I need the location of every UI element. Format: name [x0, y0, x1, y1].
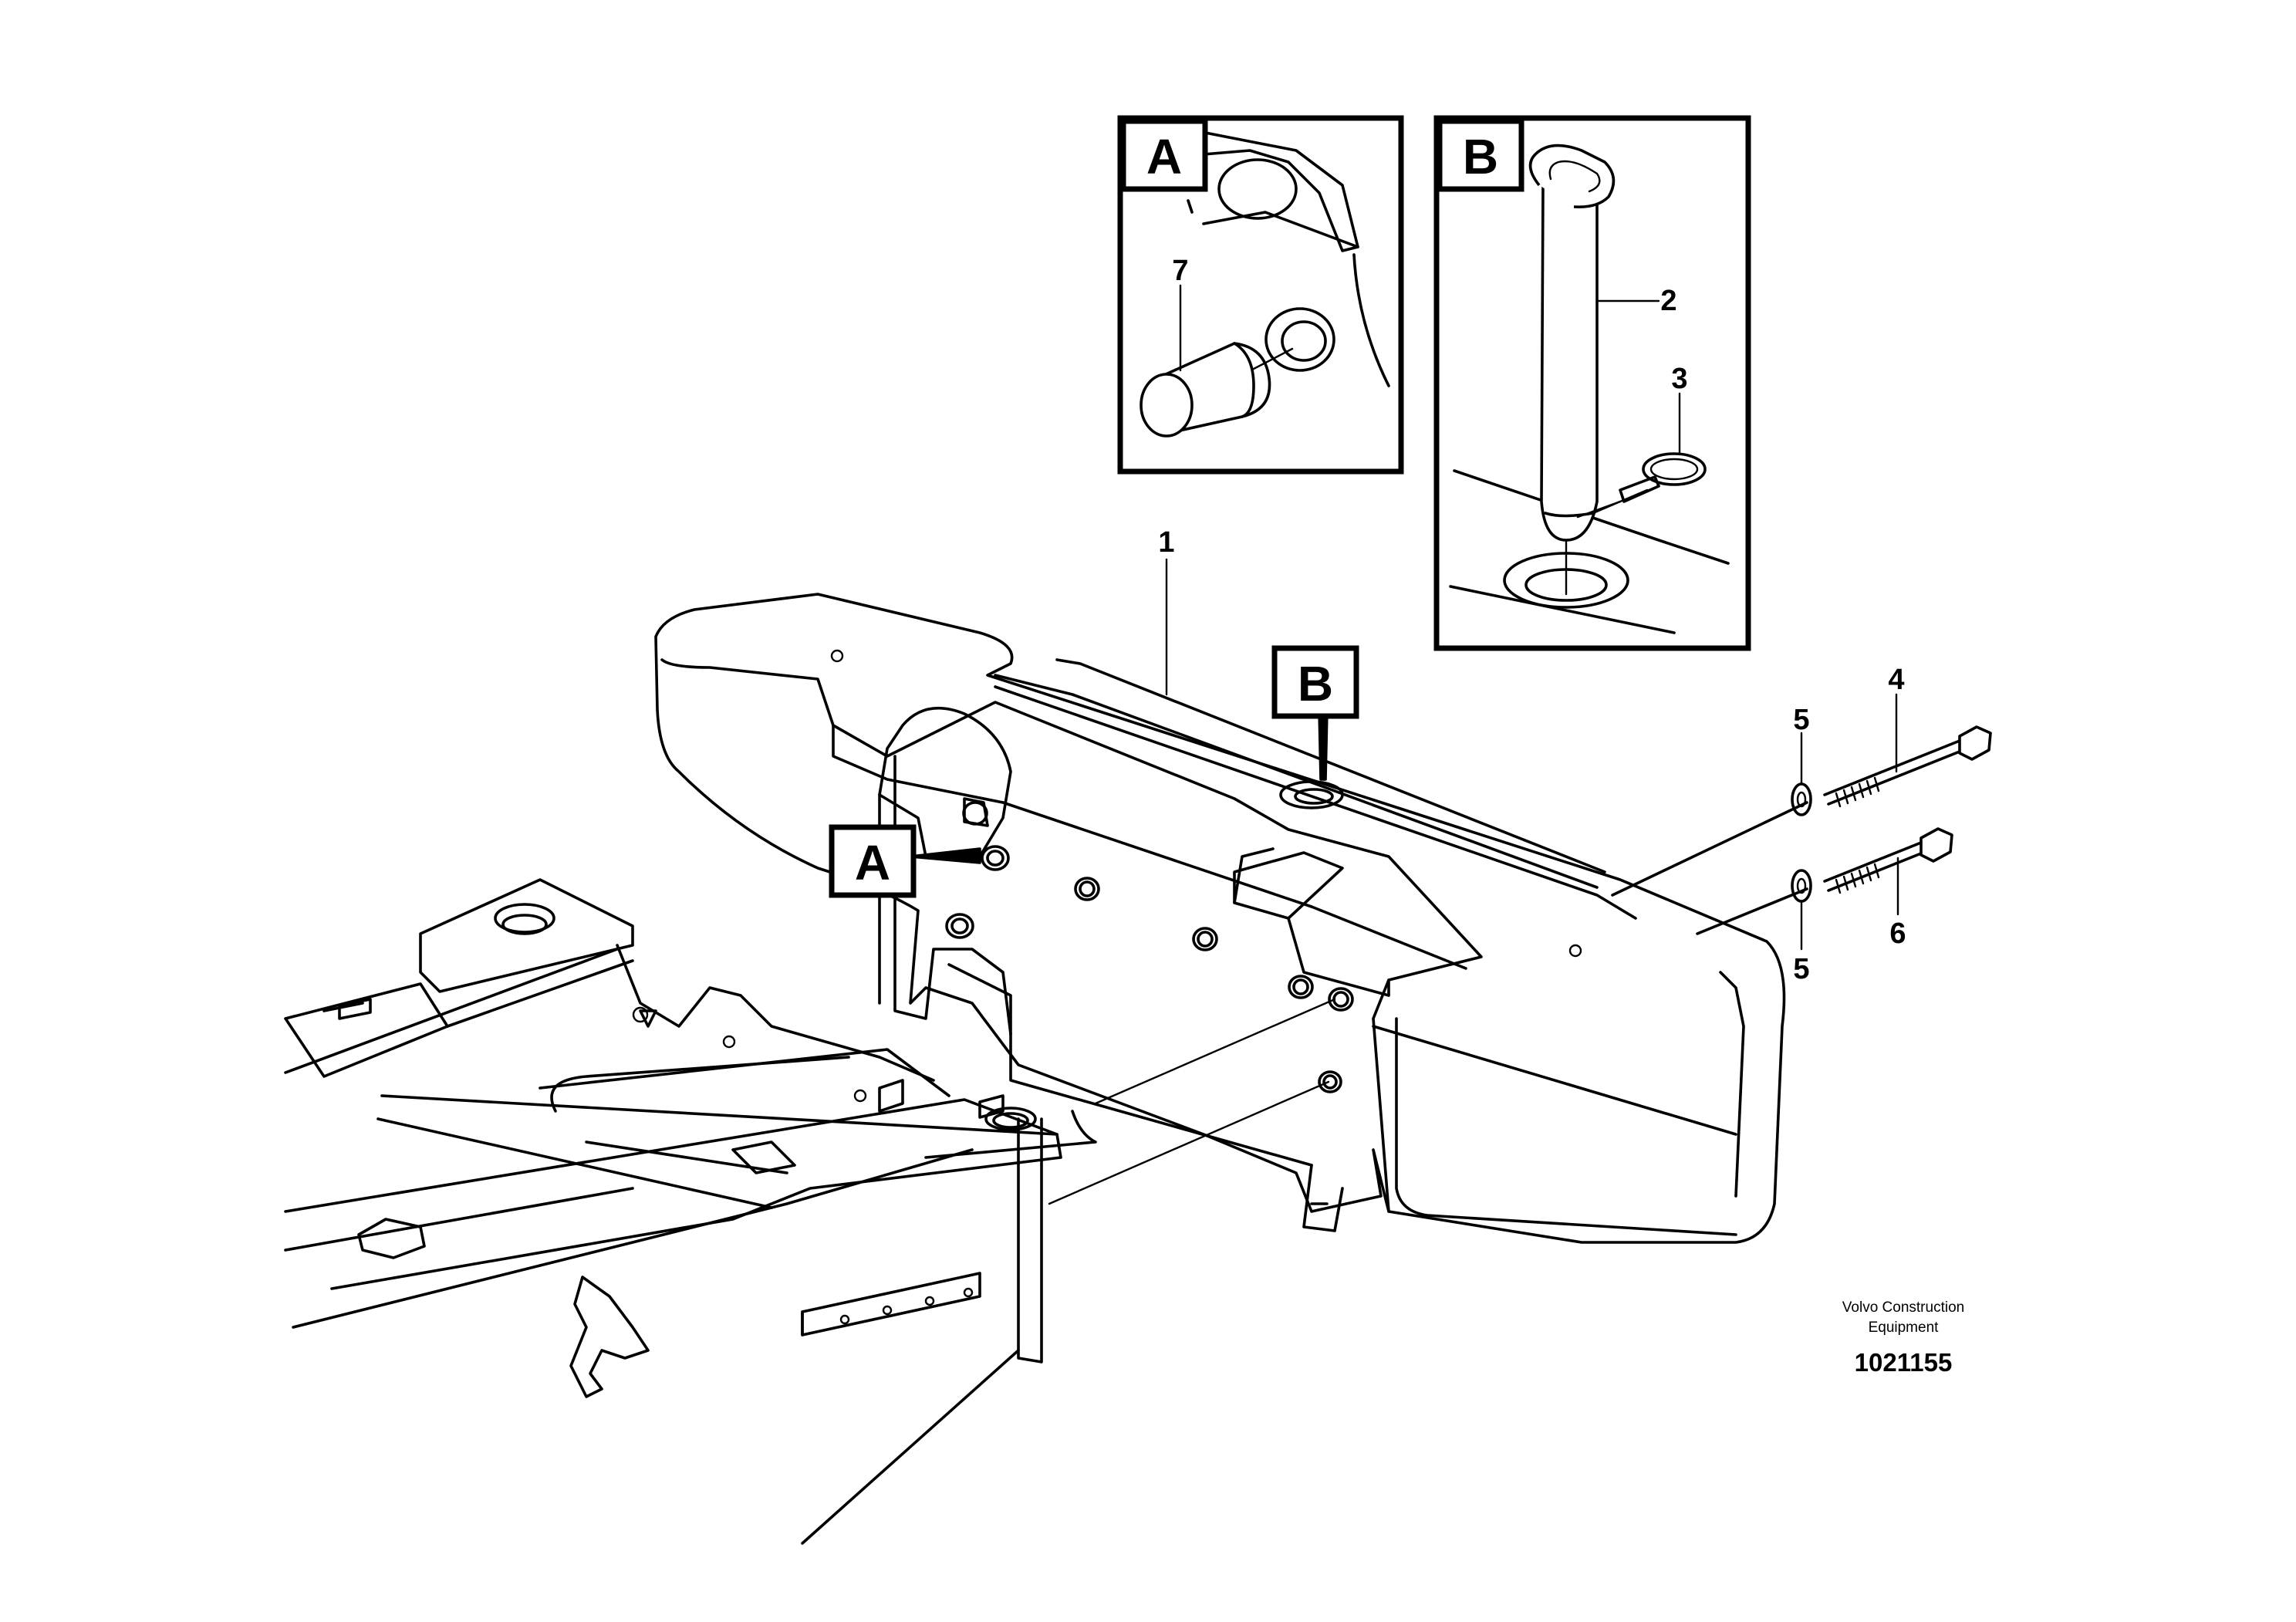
bolt-hardware: [1048, 558, 1992, 1205]
detail-label-a-inset: A: [1120, 118, 1208, 192]
callout-3: 3: [1671, 363, 1687, 395]
detail-inset-b: [1433, 115, 1751, 651]
callout-7: 7: [1172, 255, 1188, 287]
callout-2: 2: [1660, 285, 1676, 317]
detail-letter-b: B: [1463, 129, 1498, 184]
credit-line-2: Equipment: [1869, 1320, 1940, 1336]
counterweight: [654, 593, 1786, 1244]
callout-6: 6: [1889, 917, 1906, 950]
detail-letter-a: A: [1146, 129, 1182, 184]
marker-leaders: [909, 708, 1329, 864]
callout-4: 4: [1888, 664, 1904, 696]
chassis-frame: [284, 878, 1097, 1545]
callout-5-bottom: 5: [1793, 953, 1809, 985]
detail-marker-b: B: [1271, 645, 1359, 719]
credit-line-1: Volvo Construction: [1842, 1299, 1964, 1316]
detail-label-b-inset: B: [1437, 118, 1524, 192]
callout-5-top: 5: [1793, 704, 1809, 736]
drawing-number: 1021155: [1855, 1348, 1953, 1377]
marker-letter-a: A: [855, 835, 890, 890]
marker-letter-b: B: [1298, 656, 1333, 711]
callout-1: 1: [1158, 526, 1174, 559]
detail-marker-a: A: [829, 824, 917, 898]
